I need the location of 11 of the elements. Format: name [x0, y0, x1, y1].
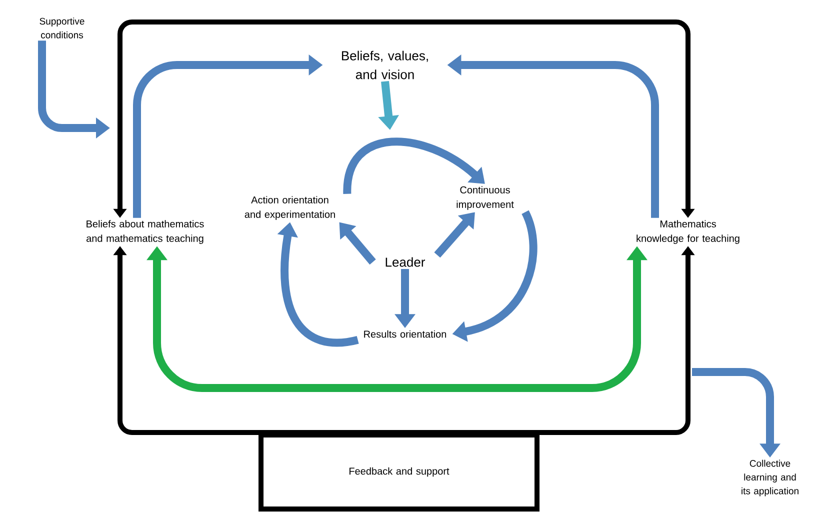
concept-label: Continuous improvement — [456, 186, 514, 210]
concept-label: Action orientation and experimentation — [244, 196, 335, 220]
concept-label: Beliefs, values, and vision — [342, 50, 428, 80]
concept-label: Supportive conditions — [40, 18, 84, 38]
text-box: Feedback and support — [258, 432, 540, 512]
concept-label: Results orientation — [364, 330, 446, 338]
arrow — [343, 138, 485, 194]
concept-label: Mathematics knowledge for teaching — [636, 220, 740, 244]
concept-label: Collective learning and its application — [742, 460, 798, 496]
concept-label: Leader — [386, 257, 426, 267]
concept-label: Beliefs about mathematics and mathematics teaching — [86, 220, 204, 244]
